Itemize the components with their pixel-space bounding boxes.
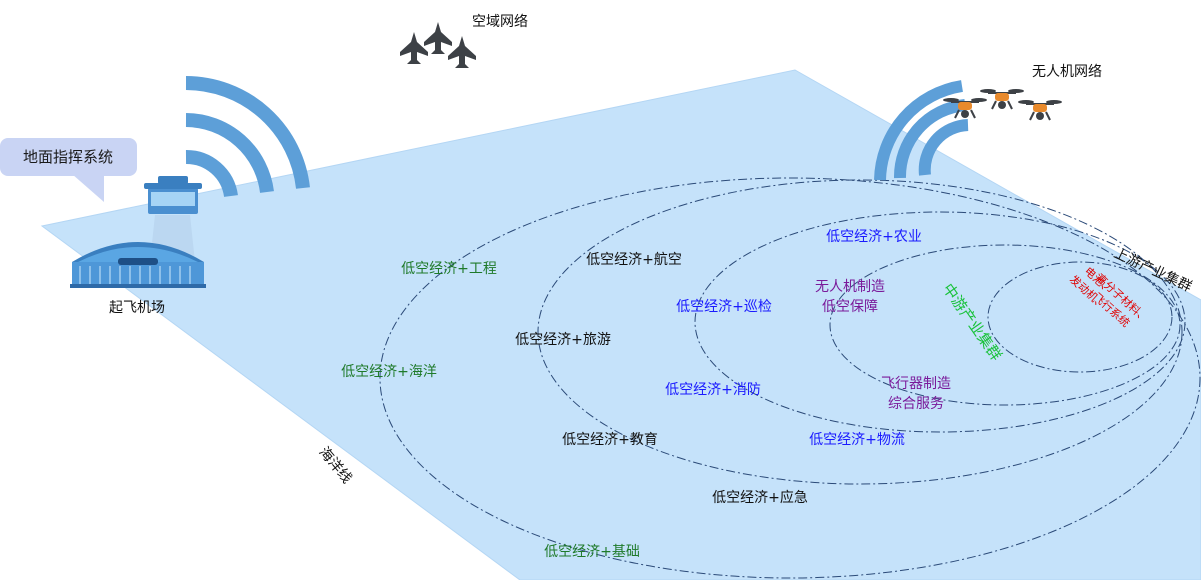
- app-emergency: 低空经济+应急: [712, 489, 808, 506]
- ground-command-bubble: [0, 138, 137, 202]
- fighter-jets-icon: [400, 22, 476, 68]
- app-education: 低空经济+教育: [562, 432, 658, 448]
- app-infrastructure: 低空经济+基础: [544, 543, 640, 560]
- app-engineering: 低空经济+工程: [401, 261, 497, 277]
- app-ocean: 低空经济+海洋: [341, 364, 437, 380]
- ellipse-outer: [379, 177, 1201, 579]
- app-agriculture: 低空经济+农业: [826, 229, 922, 245]
- midstream-item-aircraft-manufacturing: 飞行器制造: [881, 376, 951, 392]
- midstream-item-uav-manufacturing: 无人机制造: [815, 279, 885, 295]
- ground-plane: [40, 69, 1201, 580]
- ellipse-large: [537, 179, 1183, 485]
- uav-signal-icon: [874, 80, 969, 181]
- midstream-item-low-altitude-support: 低空保障: [822, 299, 878, 315]
- ellipse-middle: [694, 211, 1186, 433]
- app-firefighting: 低空经济+消防: [665, 382, 761, 398]
- industry-ellipses: [379, 177, 1201, 579]
- app-tourism: 低空经济+旅游: [515, 332, 611, 348]
- app-aviation: 低空经济+航空: [586, 252, 682, 268]
- drones-icon: [943, 89, 1062, 121]
- ellipse-inner: [829, 244, 1181, 406]
- midstream-item-integrated-services: 综合服务: [888, 396, 944, 412]
- app-inspection: 低空经济+巡检: [676, 299, 772, 315]
- ground-command-label: 地面指挥系统: [23, 148, 113, 166]
- ellipse-core: [987, 261, 1173, 373]
- airspace-network-label: 空域网络: [472, 14, 528, 30]
- airport-building-icon: [70, 176, 206, 288]
- uav-network-label: 无人机网络: [1032, 64, 1102, 80]
- airport-signal-icon: [185, 76, 310, 198]
- app-logistics: 低空经济+物流: [809, 432, 905, 448]
- airport-label: 起飞机场: [109, 300, 165, 316]
